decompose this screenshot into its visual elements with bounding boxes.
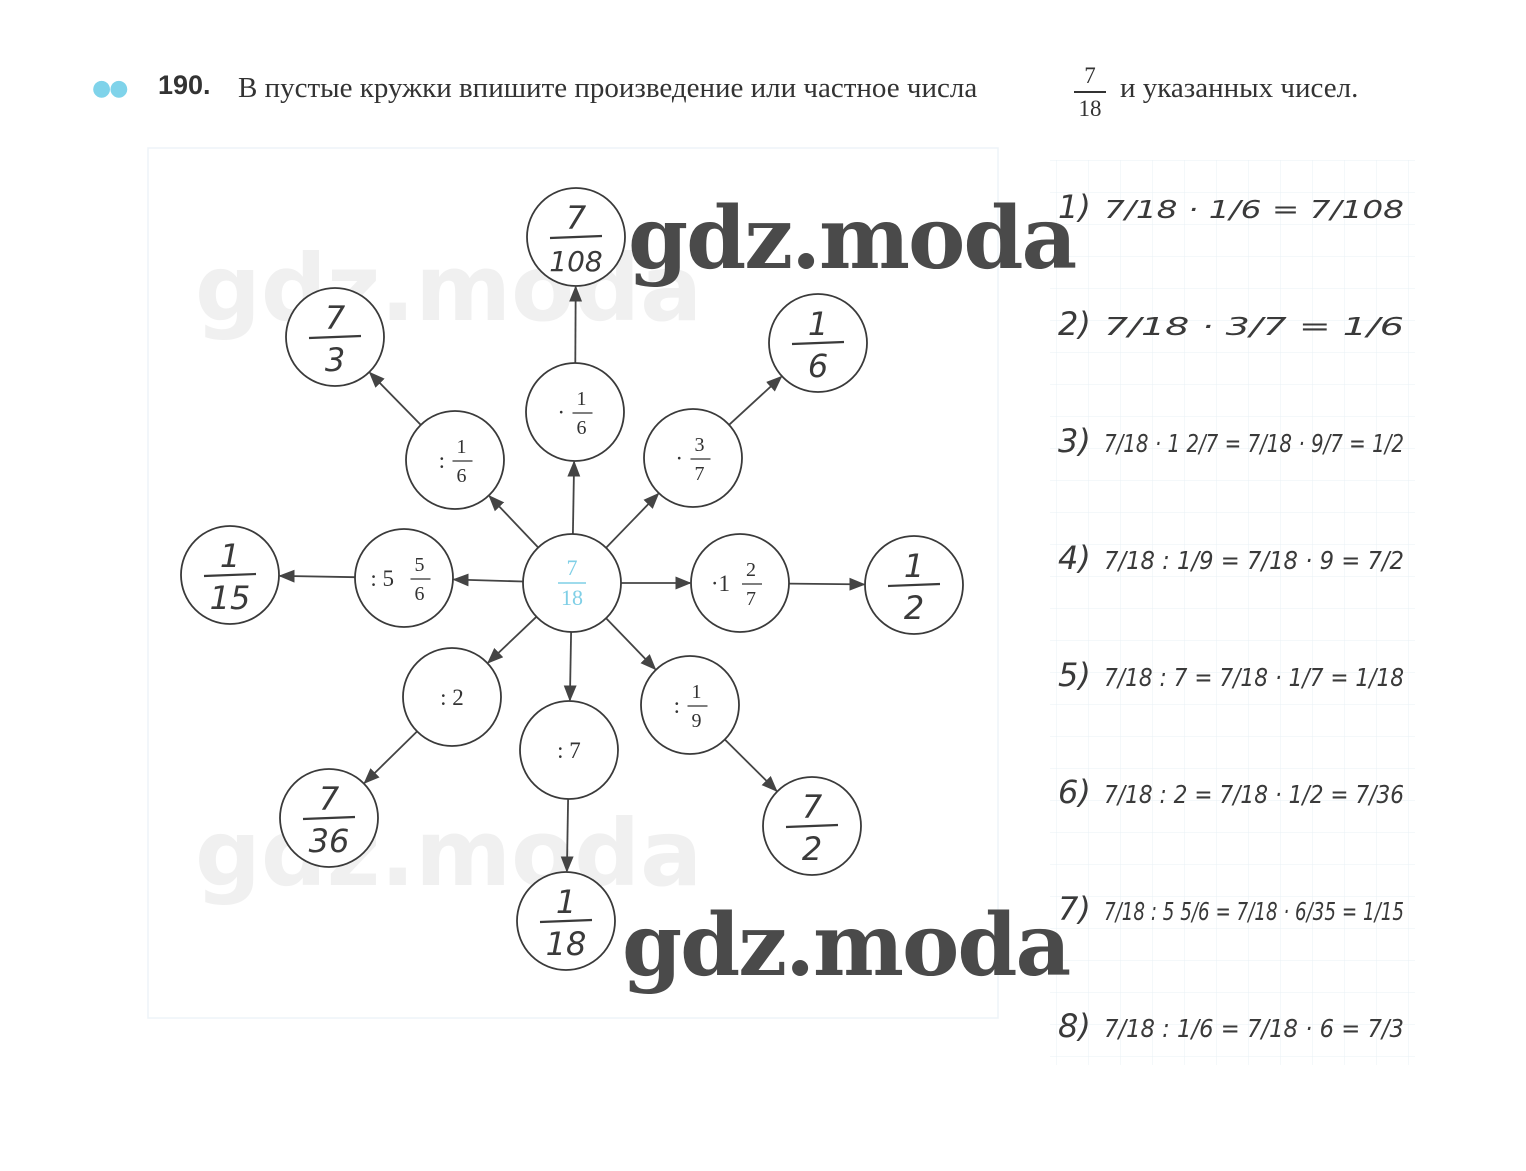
task-fraction-den: 18 — [1078, 95, 1102, 121]
arrow-center-to-operator-1 — [567, 460, 581, 535]
result-numerator: 1 — [556, 883, 576, 921]
arrow-operator-to-result-2 — [728, 375, 783, 426]
arrow-center-to-operator-7 — [452, 573, 524, 587]
operator-sign: : — [439, 448, 445, 473]
solution-label: 7) — [1058, 890, 1091, 928]
operator-circle-4 — [640, 655, 740, 755]
solution-expression: 7/18 : 7 = 7/18 · 1/7 = 1/18 — [1104, 663, 1404, 692]
operator-denominator: 9 — [692, 710, 702, 732]
operator-label: : 2 — [440, 685, 464, 710]
operator-circle-1 — [525, 362, 625, 462]
result-numerator: 1 — [808, 305, 828, 343]
operator-label: : 7 — [557, 738, 581, 763]
arrow-operator-to-result-4 — [724, 738, 778, 792]
solution-expression: 7/18 · 1 2/7 = 7/18 · 9/7 = 1/2 — [1104, 429, 1404, 458]
solution-label: 1) — [1058, 188, 1091, 226]
result-denominator: 2 — [904, 589, 924, 627]
solutions: 1) 7/18 · 1/6 = 7/108 2) 7/18 · 3/7 = 1/6 3)… — [1058, 188, 1404, 1045]
arrows — [278, 285, 866, 873]
result-denominator: 18 — [546, 925, 587, 963]
result-denominator: 6 — [808, 347, 828, 385]
operator-circle-3 — [690, 533, 790, 633]
solution-expression: 7/18 : 1/6 = 7/18 · 6 = 7/3 — [1104, 1014, 1404, 1043]
arrow-operator-to-result-5 — [560, 798, 574, 873]
result-denominator: 108 — [549, 245, 602, 278]
task-number: 190. — [158, 70, 211, 100]
operator-circle-8 — [405, 410, 505, 510]
circles: 718·16·37·127:19: 7: 2: 556:167108161272… — [180, 187, 964, 971]
operator-denominator: 6 — [577, 417, 587, 439]
result-denominator: 36 — [309, 822, 350, 860]
arrow-operator-to-result-8 — [368, 371, 422, 426]
arrow-center-to-operator-5 — [563, 631, 577, 702]
solution-expression: 7/18 : 2 = 7/18 · 1/2 = 7/36 — [1104, 780, 1404, 809]
solution-label: 6) — [1058, 773, 1091, 811]
result-denominator: 3 — [325, 341, 345, 379]
result-numerator: 7 — [802, 788, 823, 826]
operator-numerator: 1 — [457, 436, 467, 458]
watermark-text: gdz.moda — [628, 188, 1077, 289]
task-text-after: и указанных чисел. — [1120, 72, 1359, 104]
solution-expression: 7/18 · 3/7 = 1/6 — [1104, 312, 1404, 341]
operator-circle-5 — [519, 700, 619, 800]
arrow-center-to-operator-8 — [488, 495, 539, 549]
arrow-center-to-operator-4 — [605, 617, 657, 671]
result-numerator: 1 — [220, 537, 240, 575]
watermark-text: gdz.moda — [622, 895, 1071, 996]
operator-numerator: 1 — [692, 681, 702, 703]
operator-circle-7 — [354, 528, 454, 628]
solution-expression: 7/18 · 1/6 = 7/108 — [1104, 195, 1404, 224]
arrow-operator-to-result-7 — [278, 569, 356, 583]
arrow-center-to-operator-2 — [605, 492, 660, 549]
task-fraction-num: 7 — [1084, 63, 1096, 88]
solution-label: 3) — [1058, 422, 1091, 460]
operator-sign: · — [675, 446, 683, 471]
center-denominator: 18 — [561, 585, 583, 610]
arrow-operator-to-result-6 — [363, 730, 418, 785]
operator-denominator: 7 — [746, 588, 756, 610]
task-text-before: В пустые кружки впишите произведение или… — [238, 72, 978, 104]
result-denominator: 15 — [210, 579, 251, 617]
operator-denominator: 6 — [457, 465, 467, 487]
operator-numerator: 1 — [577, 388, 587, 410]
task-fraction: 7 18 — [1068, 64, 1112, 120]
operator-numerator: 3 — [695, 434, 705, 456]
solution-label: 8) — [1058, 1007, 1091, 1045]
center-numerator: 7 — [567, 555, 578, 580]
notebook-grid — [1050, 160, 1415, 1065]
operator-sign: : — [674, 693, 680, 718]
operator-numerator: 2 — [746, 559, 756, 581]
operator-sign: ·1 — [711, 571, 730, 596]
operator-denominator: 7 — [695, 463, 705, 485]
solution-expression: 7/18 : 1/9 = 7/18 · 9 = 7/2 — [1104, 546, 1404, 575]
operator-denominator: 6 — [415, 583, 425, 605]
solution-label: 2) — [1058, 305, 1091, 343]
operator-numerator: 5 — [415, 554, 425, 576]
arrow-center-to-operator-6 — [487, 616, 538, 664]
result-numerator: 7 — [319, 780, 340, 818]
result-numerator: 7 — [566, 199, 587, 237]
task-header: ●● 190. В пустые кружки впишите произвед… — [0, 0, 1526, 140]
result-numerator: 1 — [904, 547, 924, 585]
diagram-frame — [147, 147, 999, 1019]
difficulty-dots-icon: ●● — [92, 76, 128, 101]
solution-label: 4) — [1058, 539, 1091, 577]
result-denominator: 2 — [802, 830, 822, 868]
operator-sign: · — [557, 400, 565, 425]
operator-circle-6 — [402, 647, 502, 747]
solution-label: 5) — [1058, 656, 1091, 694]
arrow-operator-to-result-3 — [788, 577, 866, 591]
result-numerator: 7 — [325, 299, 346, 337]
operator-circle-2 — [643, 408, 743, 508]
solution-expression: 7/18 : 5 5/6 = 7/18 · 6/35 = 1/15 — [1104, 897, 1404, 926]
operator-sign: : 5 — [370, 566, 394, 591]
